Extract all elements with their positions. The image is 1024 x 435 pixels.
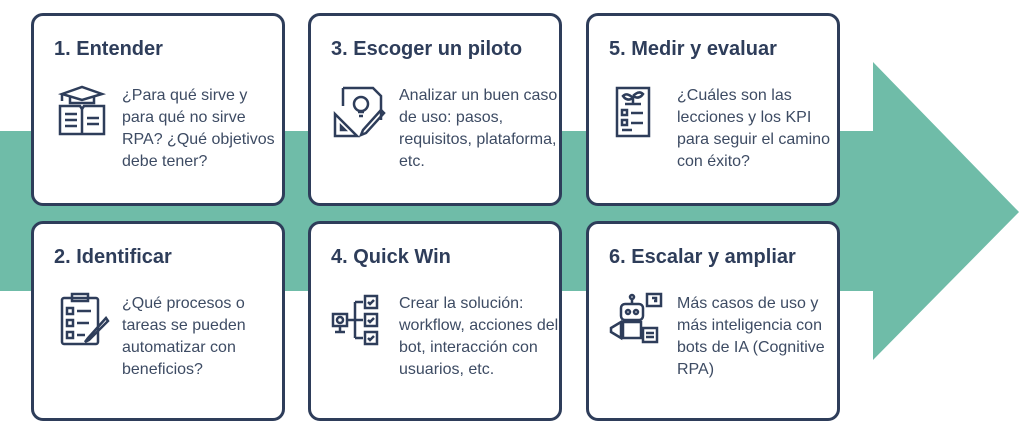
step-card-quick-win: 4. Quick Win Crear la solución: workflow… xyxy=(308,221,562,421)
step-card-piloto: 3. Escoger un piloto Analizar un buen ca… xyxy=(308,13,562,206)
step-text: Más casos de uso y más inteligencia con … xyxy=(677,295,825,378)
step-text: Crear la solución: workflow, acciones de… xyxy=(399,295,559,378)
step-text: ¿Para qué sirve y para qué no sirve RPA?… xyxy=(122,87,275,170)
step-title: 6. Escalar y ampliar xyxy=(609,246,796,268)
step-title: 3. Escoger un piloto xyxy=(331,38,523,60)
step-text: ¿Qué procesos o tareas se pueden automat… xyxy=(122,295,246,378)
step-text: Analizar un buen caso de uso: pasos, req… xyxy=(399,87,558,170)
step-title: 5. Medir y evaluar xyxy=(609,38,777,60)
graduation-book-icon xyxy=(57,85,107,136)
clipboard-checklist-icon xyxy=(60,292,110,346)
step-title: 1. Entender xyxy=(54,38,163,60)
step-card-medir: 5. Medir y evaluar ¿Cuáles son las lecci… xyxy=(586,13,840,206)
report-plant-icon xyxy=(615,86,651,138)
step-card-identificar: 2. Identificar ¿Qué procesos o tareas se… xyxy=(31,221,285,421)
workflow-checklist-icon xyxy=(331,294,379,346)
step-title: 4. Quick Win xyxy=(331,246,451,268)
idea-design-icon xyxy=(333,86,386,138)
robot-megaphone-icon xyxy=(609,292,663,344)
step-card-entender: 1. Entender ¿Para qué sirve y para qué n… xyxy=(31,13,285,206)
step-text: ¿Cuáles son las lecciones y los KPI para… xyxy=(677,87,830,170)
step-title: 2. Identificar xyxy=(54,246,172,268)
step-card-escalar: 6. Escalar y ampliar Más casos de uso y … xyxy=(586,221,840,421)
